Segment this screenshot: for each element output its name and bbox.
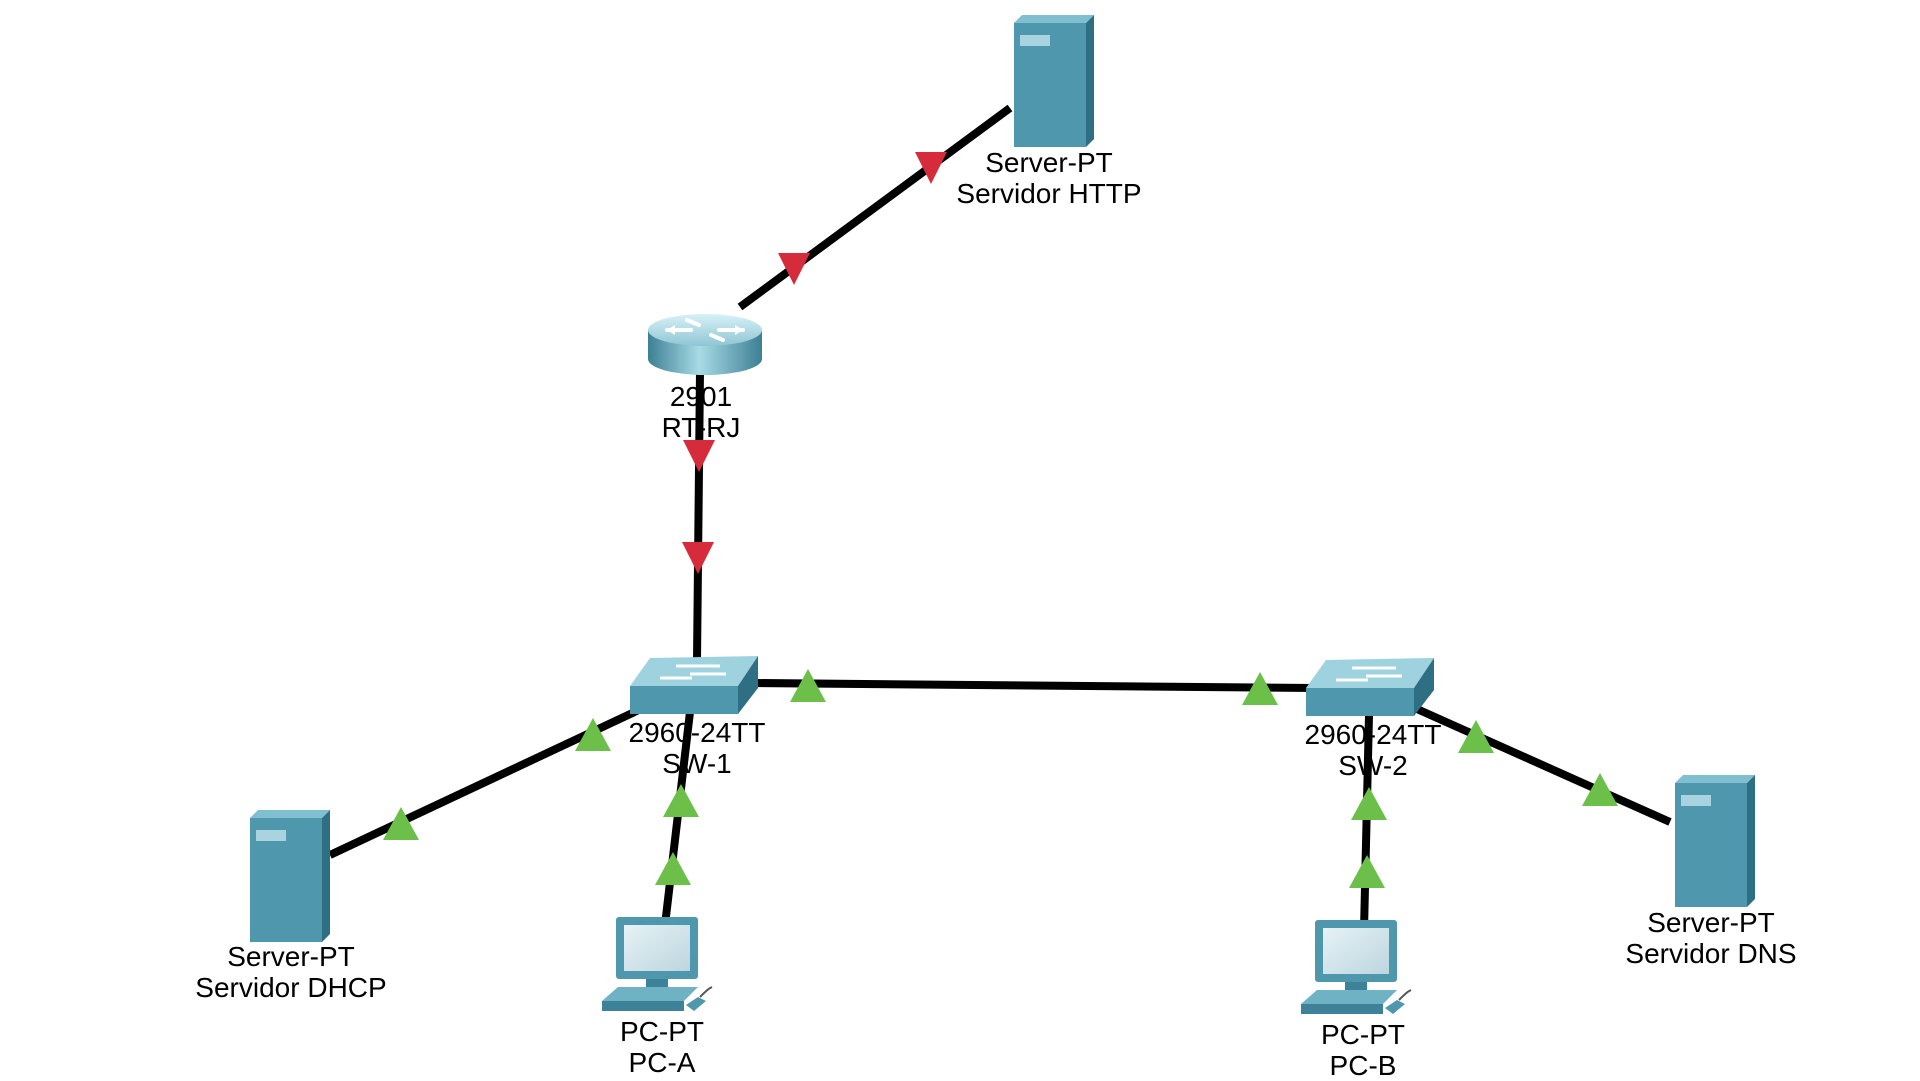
link-down-indicator [778,253,810,285]
link-up-indicator [1242,672,1278,705]
server-icon[interactable] [1014,15,1094,147]
device-name-label: PC-B [1329,1050,1397,1081]
link-sw1-pca[interactable] [661,711,694,926]
link-sw1-dhcp[interactable] [328,696,662,859]
link-sw2-dns[interactable] [1406,701,1672,826]
link-up-indicator [663,784,699,817]
switch-icon[interactable] [1306,658,1434,716]
device-label-servidor-dns: Server-PT Servidor DNS [1625,907,1796,969]
link-down-indicator [683,440,715,472]
link-sw1-sw2[interactable] [754,679,1316,692]
router-icon[interactable] [648,314,762,375]
device-name-label: Servidor DHCP [195,972,387,1003]
pc-icon[interactable] [602,917,713,1011]
device-name-label: SW-2 [1338,750,1408,781]
link-up-indicator [1351,787,1387,820]
device-label-servidor-http: Server-PT Servidor HTTP [956,147,1141,209]
device-model-label: PC-PT [1321,1019,1405,1050]
device-model-label: Server-PT [985,147,1113,178]
device-name-label: RT-RJ [661,412,741,443]
pc-icon[interactable] [1301,920,1412,1014]
server-icon[interactable] [1675,775,1755,907]
device-label-pc-a: PC-PT PC-A [620,1016,704,1078]
link-up-indicator [1458,720,1494,753]
link-up-indicator [383,807,419,840]
link-up-indicator [655,852,691,885]
link-down-indicator [915,152,947,184]
device-model-label: PC-PT [620,1016,704,1047]
server-icon[interactable] [250,810,330,942]
device-label-sw-1: 2960-24TT SW-1 [629,717,766,779]
device-model-label: Server-PT [227,941,355,972]
link-up-indicator [790,669,826,702]
device-model-label: 2960-24TT [1304,719,1442,750]
device-model-label: 2960-24TT [628,717,766,748]
device-label-rt-rj: 2901 RT-RJ [662,381,741,443]
link-router-http[interactable] [737,104,1013,311]
device-model-label: 2901 [669,381,733,412]
link-up-indicator [575,718,611,751]
link-down-indicator [682,542,714,574]
switch-icon[interactable] [630,656,758,714]
device-label-sw-2: 2960-24TT SW-2 [1305,719,1442,781]
device-name-label: Servidor HTTP [956,178,1142,209]
device-name-label: PC-A [628,1047,696,1078]
device-name-label: Servidor DNS [1625,938,1797,969]
device-label-pc-b: PC-PT PC-B [1321,1019,1405,1081]
link-router-sw1[interactable] [693,371,704,661]
link-up-indicator [1582,773,1618,806]
device-label-servidor-dhcp: Server-PT Servidor DHCP [195,941,386,1003]
link-sw2-pcb[interactable] [1360,714,1373,931]
device-model-label: Server-PT [1647,907,1775,938]
link-up-indicator [1349,855,1385,888]
device-name-label: SW-1 [662,748,732,779]
